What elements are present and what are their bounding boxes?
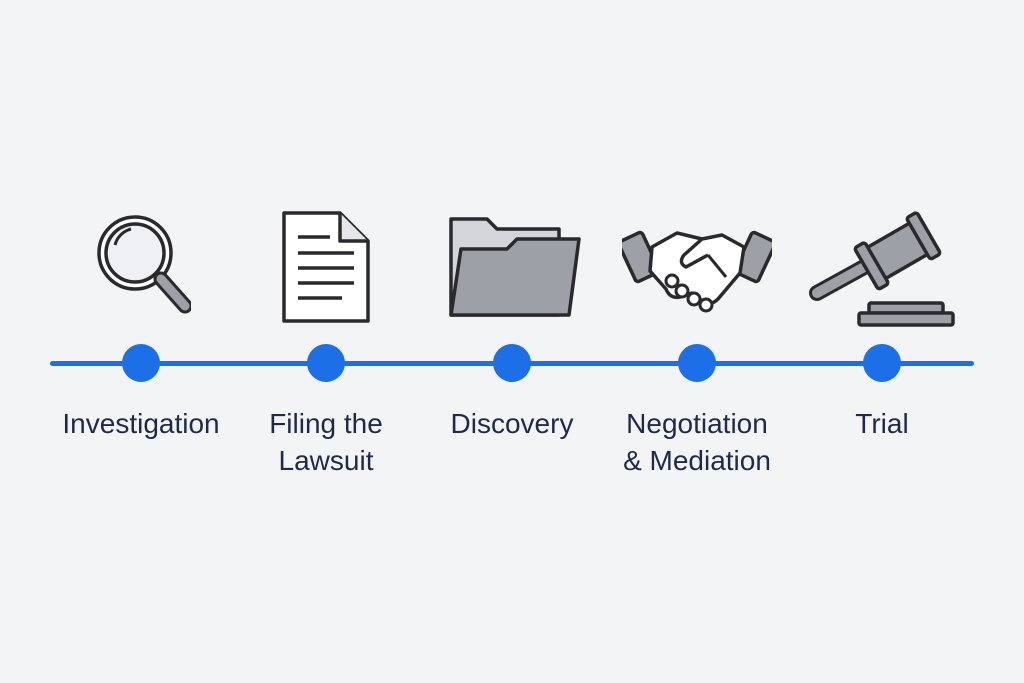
gavel-icon [807,205,957,330]
step-filing-the-lawsuit: Filing the Lawsuit [236,0,416,683]
handshake-icon [622,205,772,330]
step-dot [863,344,901,382]
document-icon [276,205,376,330]
step-label: Filing the Lawsuit [269,408,383,476]
magnifying-glass-icon [91,205,191,330]
step-label: Negotiation & Mediation [623,408,771,476]
step-label: Investigation [62,408,220,439]
step-label: Trial [855,408,909,439]
step-dot [493,344,531,382]
step-dot [307,344,345,382]
step-discovery: Discovery [422,0,602,683]
step-investigation: Investigation [51,0,231,683]
step-negotiation-mediation: Negotiation & Mediation [607,0,787,683]
step-trial: Trial [792,0,972,683]
step-label: Discovery [450,408,574,439]
folder-icon [447,205,582,330]
step-dot [122,344,160,382]
step-dot [678,344,716,382]
